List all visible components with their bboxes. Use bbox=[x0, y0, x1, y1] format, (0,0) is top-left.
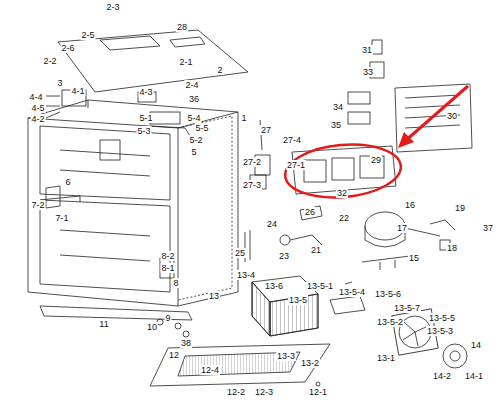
callout-number: 38 bbox=[180, 338, 192, 348]
callout-number: 13-5-1 bbox=[306, 281, 334, 291]
callout-number: 33 bbox=[362, 67, 374, 77]
callout-number: 9 bbox=[164, 313, 171, 323]
callout-number: 29 bbox=[370, 155, 382, 165]
callout-number: 27 bbox=[260, 125, 272, 135]
callout-number: 16 bbox=[404, 200, 416, 210]
callout-number: 14-1 bbox=[464, 371, 484, 381]
callout-number: 10 bbox=[146, 322, 158, 332]
callout-number: 5-1 bbox=[138, 113, 153, 123]
callout-number: 37 bbox=[482, 223, 494, 233]
callout-number: 34 bbox=[332, 102, 344, 112]
callout-number: 22 bbox=[338, 213, 350, 223]
callout-number: 27-4 bbox=[282, 135, 302, 145]
callout-number: 7-1 bbox=[54, 213, 69, 223]
callout-number: 21 bbox=[310, 245, 322, 255]
callout-number: 13-5-6 bbox=[374, 289, 402, 299]
highlight-ellipse bbox=[283, 140, 403, 202]
callout-number: 4-2 bbox=[30, 114, 45, 124]
callout-number: 31 bbox=[361, 45, 373, 55]
callout-number: 6 bbox=[64, 177, 71, 187]
callout-number: 8-2 bbox=[160, 251, 175, 261]
callout-number: 11 bbox=[98, 319, 109, 329]
callout-number: 30 bbox=[446, 111, 458, 121]
callout-number: 12 bbox=[168, 350, 180, 360]
callout-number: 28 bbox=[176, 22, 188, 32]
callout-number: 4-4 bbox=[28, 92, 43, 102]
callout-number: 23 bbox=[278, 251, 290, 261]
callout-number: 13 bbox=[208, 291, 220, 301]
callout-number: 18 bbox=[446, 243, 458, 253]
callout-number: 13-4 bbox=[236, 270, 256, 280]
arrow-head bbox=[398, 132, 414, 148]
callout-number: 2-2 bbox=[42, 56, 57, 66]
callout-number: 12-4 bbox=[200, 365, 220, 375]
callout-number: 13-5-2 bbox=[376, 317, 404, 327]
callout-number: 5-5 bbox=[194, 123, 209, 133]
callout-number: 13-5-5 bbox=[428, 313, 456, 323]
callout-number: 1 bbox=[240, 113, 247, 123]
callout-number: 27-1 bbox=[286, 160, 306, 170]
callout-number: 13-5-4 bbox=[338, 287, 366, 297]
callout-number: 27-3 bbox=[242, 180, 262, 190]
callout-number: 25 bbox=[234, 248, 246, 258]
callout-number: 24 bbox=[266, 219, 278, 229]
callout-number: 14-2 bbox=[432, 371, 452, 381]
callout-number: 35 bbox=[330, 120, 342, 130]
callout-number: 13-3 bbox=[276, 351, 296, 361]
callout-number: 12-3 bbox=[254, 387, 274, 397]
callout-number: 13-5 bbox=[288, 295, 308, 305]
callout-number: 2-4 bbox=[184, 80, 199, 90]
callout-number: 8 bbox=[172, 278, 179, 288]
callout-number: 26 bbox=[304, 207, 316, 217]
callout-number: 12-1 bbox=[308, 387, 328, 397]
callout-number: 13-6 bbox=[264, 281, 284, 291]
callout-number: 13-5-7 bbox=[393, 303, 421, 313]
pointer-arrow bbox=[404, 86, 468, 142]
callout-number: 8-1 bbox=[160, 263, 175, 273]
callout-number: 4-1 bbox=[70, 86, 85, 96]
callout-number: 4-3 bbox=[138, 87, 153, 97]
callout-number: 2-6 bbox=[60, 43, 75, 53]
callout-number: 13-5-3 bbox=[426, 326, 454, 336]
callout-number: 5-4 bbox=[186, 113, 201, 123]
callout-number: 13-2 bbox=[300, 358, 320, 368]
callout-number: 2-5 bbox=[80, 30, 95, 40]
callout-number: 5-3 bbox=[136, 126, 151, 136]
callout-number: 7-2 bbox=[30, 200, 45, 210]
callout-number: 32 bbox=[336, 188, 348, 198]
callout-number: 14 bbox=[470, 340, 482, 350]
callout-number: 19 bbox=[454, 203, 466, 213]
callout-number: 13-1 bbox=[376, 353, 396, 363]
callout-number: 36 bbox=[188, 94, 200, 104]
callout-number: 27-2 bbox=[242, 157, 262, 167]
callout-number: 15 bbox=[408, 253, 420, 263]
callout-number: 12-2 bbox=[226, 387, 246, 397]
callout-number: 3 bbox=[56, 78, 63, 88]
callout-number: 5-2 bbox=[188, 135, 203, 145]
callout-number: 4-5 bbox=[30, 103, 45, 113]
callout-number: 17 bbox=[396, 223, 408, 233]
callout-number: 2-1 bbox=[178, 57, 193, 67]
callout-number: 2 bbox=[216, 65, 223, 75]
callout-number: 5 bbox=[190, 147, 197, 157]
callout-number: 2-3 bbox=[105, 2, 120, 12]
